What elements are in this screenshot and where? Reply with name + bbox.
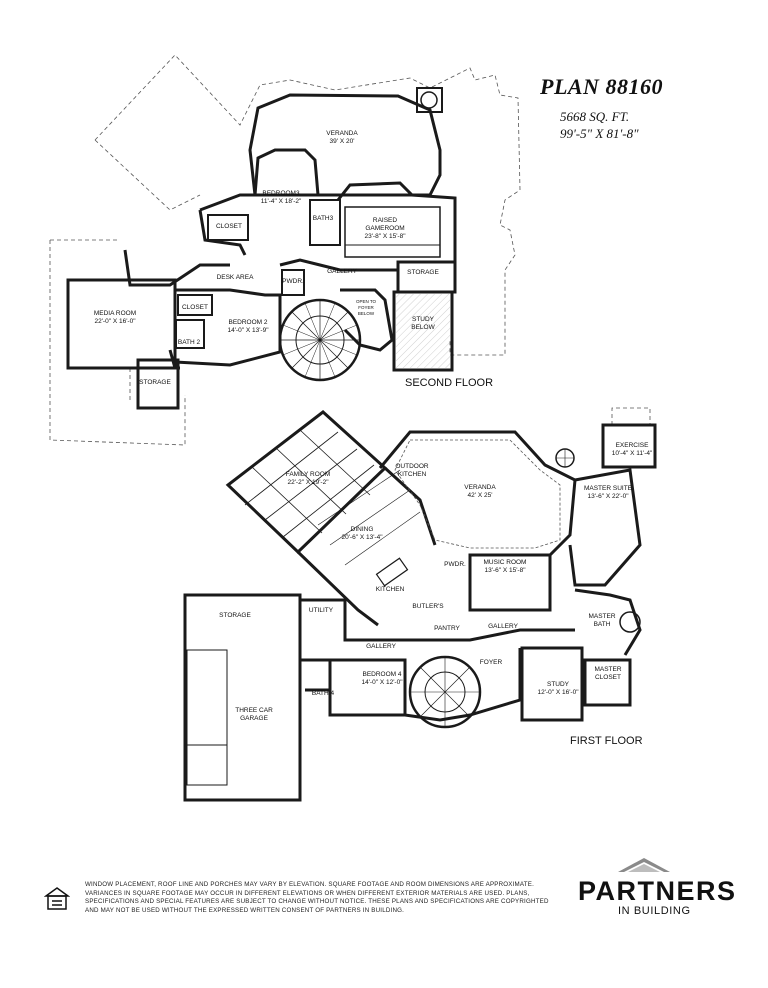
small-spiral-stair xyxy=(555,448,575,468)
room-open-foyer: FOYER xyxy=(358,305,374,310)
room-butlers: BUTLER'S xyxy=(412,603,444,610)
equal-housing-icon xyxy=(44,887,70,910)
room-bath3: BATH3 xyxy=(313,215,334,222)
roof-chevron-icon xyxy=(618,858,670,872)
second-floor-small-stair xyxy=(416,87,443,113)
plan-title: PLAN 88160 xyxy=(540,74,663,99)
plan-square-footage: 5668 SQ. FT. xyxy=(560,109,630,124)
room-garage-2: GARAGE xyxy=(240,715,268,722)
second-floor-plan: VERANDA 39' X 20' BEDROOM3 11'-4" X 18'-… xyxy=(49,54,521,446)
room-bedroom4-size: 14'-0" X 12'-0" xyxy=(361,679,403,686)
room-veranda-1: VERANDA xyxy=(464,484,496,491)
room-kitchen: KITCHEN xyxy=(376,586,405,593)
room-gallery-1b: GALLERY xyxy=(366,643,397,650)
room-bath2: BATH 2 xyxy=(178,339,201,346)
room-study-below: BELOW xyxy=(411,324,435,331)
room-bedroom3: BEDROOM3 xyxy=(262,190,300,197)
second-floor-walls xyxy=(66,148,457,410)
room-bedroom4: BEDROOM 4 xyxy=(362,671,401,678)
room-desk-area: DESK AREA xyxy=(217,274,255,281)
room-veranda-2: VERANDA xyxy=(326,130,358,137)
room-dining: DINING xyxy=(351,526,374,533)
room-veranda-2-size: 39' X 20' xyxy=(330,138,355,145)
second-floor-veranda-outline xyxy=(248,93,442,197)
room-master-bath-2: BATH xyxy=(594,621,611,628)
dining-grid xyxy=(317,469,421,566)
room-master-closet-1: MASTER xyxy=(594,666,621,673)
room-study-1: STUDY xyxy=(547,681,570,688)
room-bedroom3-size: 11'-4" X 18'-2" xyxy=(261,198,302,205)
room-gameroom: GAMEROOM xyxy=(365,225,404,232)
room-utility: UTILITY xyxy=(309,607,334,614)
room-outdoor: OUTDOOR xyxy=(395,463,429,470)
room-study-2: STUDY xyxy=(412,316,435,323)
room-media-size: 22'-0" X 16'-0" xyxy=(94,318,136,325)
room-closet-2b: CLOSET xyxy=(182,304,208,311)
room-bedroom2: BEDROOM 2 xyxy=(228,319,267,326)
room-closet-2: CLOSET xyxy=(216,223,242,230)
room-exercise-size: 10'-4" X 11'-4" xyxy=(612,450,653,457)
room-music: MUSIC ROOM xyxy=(484,559,527,566)
room-storage-1: STORAGE xyxy=(219,612,251,619)
room-foyer: FOYER xyxy=(480,659,503,666)
room-pantry: PANTRY xyxy=(434,625,460,632)
disclaimer-text: WINDOW PLACEMENT, ROOF LINE AND PORCHES … xyxy=(85,881,549,914)
room-media: MEDIA ROOM xyxy=(94,310,136,317)
room-music-size: 13'-6" X 15'-8" xyxy=(484,567,526,574)
room-family: FAMILY ROOM xyxy=(286,471,331,478)
room-dining-size: 20'-6" X 13'-4" xyxy=(341,534,383,541)
first-floor-plan: FAMILY ROOM 22'-2" X 19'-2" OUTDOOR KITC… xyxy=(183,407,657,802)
second-floor-room-labels: VERANDA 39' X 20' BEDROOM3 11'-4" X 18'-… xyxy=(94,130,440,386)
plan-dimensions: 99'-5" X 81'-8" xyxy=(560,126,639,141)
family-room-grid xyxy=(244,429,375,538)
room-storage-2-left: STORAGE xyxy=(139,379,171,386)
room-master-bath-1: MASTER xyxy=(588,613,615,620)
room-gallery-2: GALLERY xyxy=(327,268,358,275)
room-gameroom-size: 23'-8" X 15'-8" xyxy=(364,233,406,240)
room-garage-1: THREE CAR xyxy=(235,707,273,714)
room-raised: RAISED xyxy=(373,217,398,224)
room-open-below: BELOW xyxy=(358,311,375,316)
room-outdoor-kitchen: KITCHEN xyxy=(398,471,427,478)
room-family-size: 22'-2" X 19'-2" xyxy=(287,479,329,486)
room-bath4: BATH 4 xyxy=(312,690,335,697)
first-floor-room-labels: FAMILY ROOM 22'-2" X 19'-2" OUTDOOR KITC… xyxy=(219,442,653,722)
second-floor-label: SECOND FLOOR xyxy=(405,377,494,389)
room-veranda-1-size: 42' X 25' xyxy=(468,492,493,499)
second-floor-roof-outline xyxy=(49,54,521,446)
room-master-suite: MASTER SUITE xyxy=(584,485,633,492)
room-pwdr-1: PWDR. xyxy=(444,561,466,568)
first-floor-spiral-stair xyxy=(408,655,482,729)
first-floor-label: FIRST FLOOR xyxy=(570,735,643,747)
brand-subtitle: IN BUILDING xyxy=(618,905,691,917)
room-bedroom2-size: 14'-0" X 13'-9" xyxy=(227,327,269,334)
room-study-1-size: 12'-0" X 16'-0" xyxy=(537,689,579,696)
first-floor-walls xyxy=(183,410,657,802)
brand-name: PARTNERS xyxy=(578,876,737,906)
second-floor-spiral-stair xyxy=(278,298,362,382)
first-floor-roof-outline xyxy=(611,407,651,425)
room-master-suite-size: 13'-6" X 22'-0" xyxy=(587,493,629,500)
room-gallery-1: GALLERY xyxy=(488,623,519,630)
room-open-to: OPEN TO xyxy=(356,299,377,304)
room-pwdr-2: PWDR. xyxy=(282,278,304,285)
room-exercise: EXERCISE xyxy=(616,442,650,449)
room-master-closet-2: CLOSET xyxy=(595,674,621,681)
room-storage-2-right: STORAGE xyxy=(407,269,439,276)
